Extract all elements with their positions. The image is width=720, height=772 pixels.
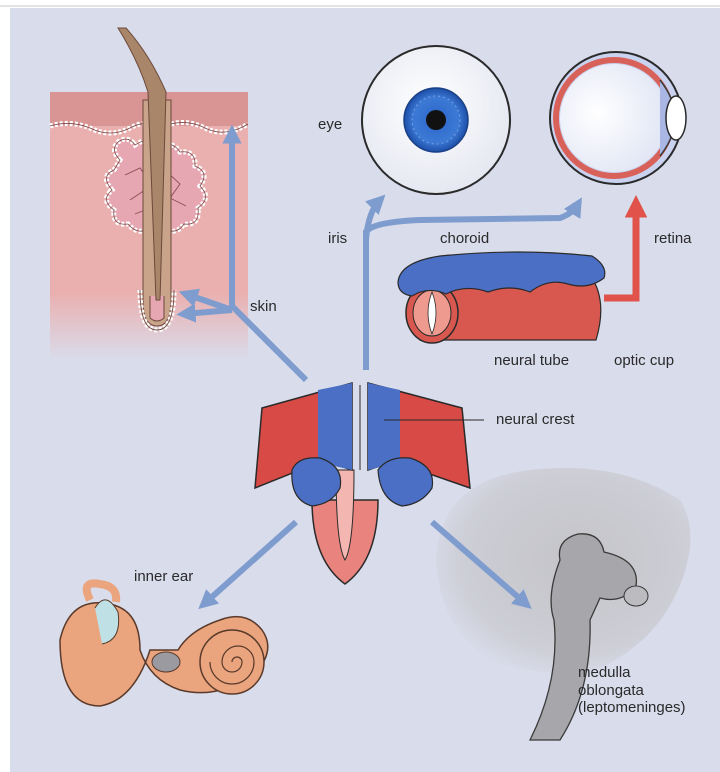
neural-tube-illustration bbox=[398, 252, 605, 343]
label-eye: eye bbox=[318, 116, 342, 134]
label-medulla-line3: (leptomeninges) bbox=[578, 699, 686, 717]
label-choroid: choroid bbox=[440, 230, 489, 248]
label-medulla-line1: medulla bbox=[578, 664, 686, 682]
label-neural-crest: neural crest bbox=[496, 411, 574, 429]
label-optic-cup: optic cup bbox=[614, 352, 674, 370]
label-inner-ear: inner ear bbox=[134, 568, 193, 586]
eye-front-illustration bbox=[362, 46, 510, 194]
label-medulla-oblongata: medulla oblongata (leptomeninges) bbox=[578, 664, 686, 717]
arrow-to-skin-follicle bbox=[184, 310, 232, 314]
label-neural-tube: neural tube bbox=[494, 352, 569, 370]
label-iris: iris bbox=[328, 230, 347, 248]
label-medulla-line2: oblongata bbox=[578, 682, 686, 700]
label-skin: skin bbox=[250, 298, 277, 316]
label-retina: retina bbox=[654, 230, 692, 248]
